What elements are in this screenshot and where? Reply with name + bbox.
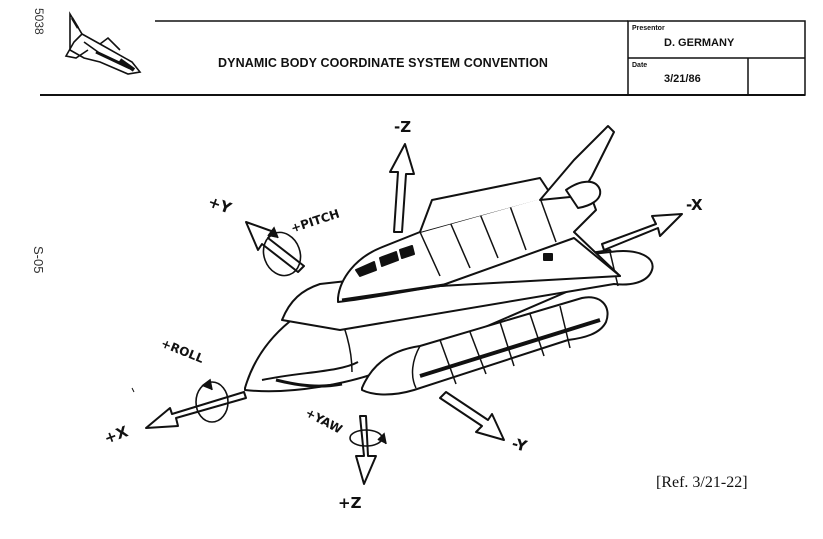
margin-note-left: S-05 bbox=[31, 246, 46, 273]
shuttle-stack-drawing bbox=[245, 126, 653, 395]
reference-note: [Ref. 3/21-22] bbox=[656, 474, 748, 492]
date-value: 3/21/86 bbox=[664, 73, 701, 85]
neg-y-arrow bbox=[440, 392, 504, 440]
neg-x-label: -X bbox=[686, 196, 703, 214]
pos-z-label: +Z bbox=[338, 494, 361, 512]
page-title: DYNAMIC BODY COORDINATE SYSTEM CONVENTIO… bbox=[218, 56, 548, 70]
pos-z-arrow bbox=[356, 416, 376, 484]
presenter-value: D. GERMANY bbox=[664, 37, 734, 49]
margin-note-top: 5038 bbox=[32, 8, 46, 35]
date-label: Date bbox=[632, 62, 647, 69]
neg-z-arrow bbox=[390, 144, 414, 232]
presenter-label: Presentor bbox=[632, 25, 665, 32]
shuttle-logo-icon bbox=[66, 14, 140, 74]
neg-x-arrow bbox=[602, 214, 682, 250]
neg-z-label: -Z bbox=[394, 118, 411, 136]
